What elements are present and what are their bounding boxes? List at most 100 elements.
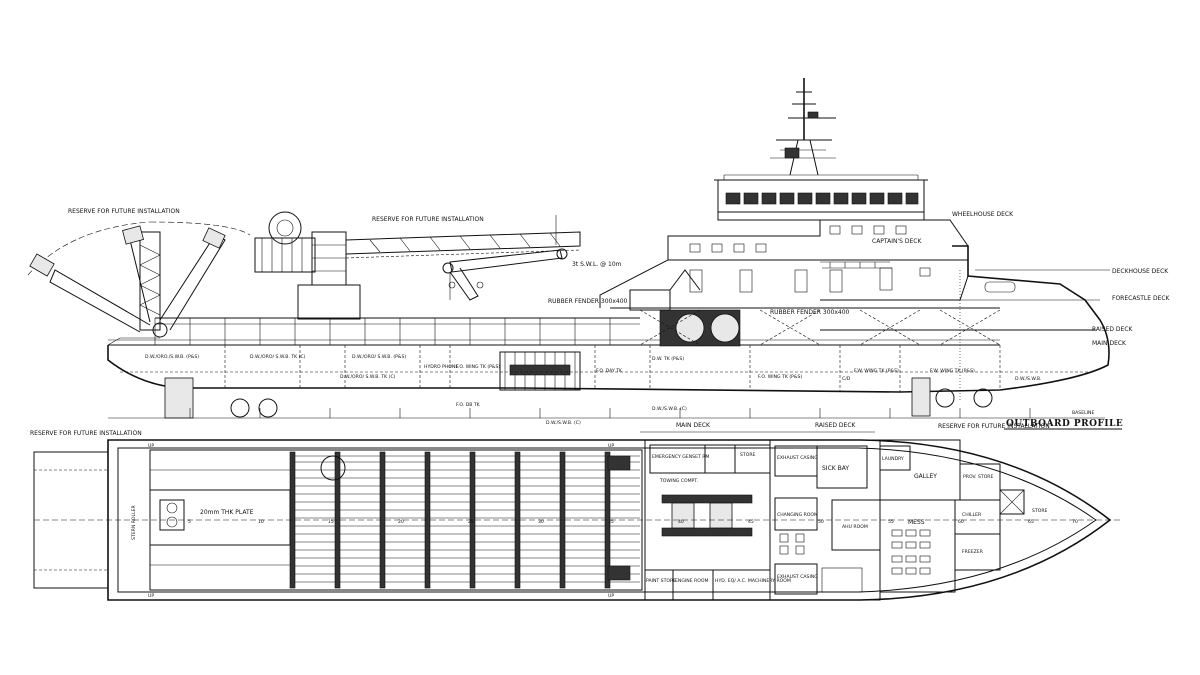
prov-store-label: PROV. STORE	[963, 474, 993, 480]
svg-text:5: 5	[188, 519, 191, 525]
winch-bottom	[607, 565, 631, 581]
stern-roller-fitting	[159, 499, 185, 531]
forecastle-deck-label: FORECASTLE DECK	[1112, 295, 1171, 302]
tank-label: F.O. WING TK (P&S)	[456, 364, 500, 370]
exhaust-casing-bottom	[774, 563, 818, 595]
reserve-stern-label: RESERVE FOR FUTURE INSTALLATION	[30, 430, 142, 437]
tank-label: F.O. DAY TK	[596, 368, 623, 374]
freezer-label: FREEZER	[962, 549, 984, 555]
svg-text:50: 50	[818, 519, 824, 525]
deck-crane-aft	[254, 211, 581, 320]
deck-rails	[290, 455, 640, 583]
towing-compt-label: TOWING COMPT.	[659, 478, 698, 484]
outboard-profile: RESERVE FOR FUTURE INSTALLATION RESERVE …	[27, 78, 1171, 430]
up-label: UP	[608, 593, 614, 599]
towing-winch	[629, 269, 741, 347]
chiller-label: CHILLER	[962, 512, 982, 518]
svg-text:15: 15	[328, 519, 334, 525]
superstructure	[599, 219, 969, 308]
tank-label: F.O. DB TK	[456, 402, 481, 408]
baseline-label: BASELINE	[1072, 410, 1094, 416]
tank-label: F.O. WING TK (P&S)	[758, 374, 802, 380]
stern-a-frame	[29, 225, 226, 346]
raised-deck-label: RAISED DECK	[1092, 326, 1134, 333]
bow-store	[999, 489, 1025, 515]
freezer	[954, 533, 1001, 571]
up-label: UP	[148, 593, 154, 599]
svg-text:55: 55	[888, 519, 894, 525]
deck-frames	[289, 451, 611, 589]
svg-text:10: 10	[258, 519, 264, 525]
bulwark-stanchions	[189, 318, 611, 345]
ahu-room-label: AHU ROOM	[842, 524, 868, 530]
tank-label: D.W./ORO/ S.W.B. TK (C)	[340, 374, 396, 380]
knuckle-crane	[442, 215, 568, 301]
svg-text:60: 60	[958, 519, 964, 525]
tank-label: F.W. WING TK (P&S)	[930, 368, 975, 374]
hyd-ac-room	[712, 569, 771, 601]
svg-text:40: 40	[678, 519, 684, 525]
up-label: UP	[608, 443, 614, 449]
mess-tables	[891, 529, 931, 575]
tank-label: D.W./S.W.B.	[1015, 376, 1041, 382]
tank-label: D.W./S.W.B. (C)	[652, 406, 687, 412]
galley-label: GALLEY	[914, 473, 937, 480]
thrusters	[164, 377, 993, 419]
paint-store-label: PAINT STORE	[646, 578, 676, 584]
store-aft-label: STORE	[740, 452, 756, 458]
store-fwd-label: STORE	[1032, 508, 1048, 514]
stern-roller-label: STERN ROLLER	[131, 504, 137, 540]
fender-aft-label: RUBBER FENDER 300x400	[548, 298, 628, 305]
svg-text:65: 65	[1028, 519, 1034, 525]
tank-label: D.W./ORO/ S.W.B. (P&S)	[352, 354, 406, 360]
changing-room	[774, 497, 818, 531]
plan-frame-numbers: 5 10 15 20 25 30 35 40 45 50 55 60 65 70	[188, 519, 1078, 525]
emergency-genset-label: EMERGENCY GENSET RM	[652, 454, 709, 460]
superstructure-ladders	[820, 261, 892, 269]
exhaust-casing-top	[774, 445, 818, 477]
paint-store	[644, 569, 674, 601]
plan-raised-deck-label: RAISED DECK	[815, 422, 857, 429]
plan-main-deck-label: MAIN DECK	[676, 422, 711, 429]
deck-crane-pedestal	[320, 455, 346, 481]
changing-room-label: CHANGING ROOM	[777, 512, 818, 518]
profile-frame-ticks	[189, 408, 1031, 418]
exhaust-casing-bottom-label: EXHAUST CASING	[777, 574, 818, 580]
exhaust-casing-top-label: EXHAUST CASING	[777, 455, 818, 461]
svg-text:35: 35	[608, 519, 614, 525]
drawing-title: OUTBOARD PROFILE	[1006, 419, 1123, 429]
mess-label: MESS	[908, 519, 925, 526]
main-engine	[499, 351, 581, 391]
tank-label: D.W. TK (P&S)	[652, 356, 684, 362]
main-deck-label: MAIN DECK	[1092, 340, 1127, 347]
svg-text:20: 20	[398, 519, 404, 525]
sick-bay	[816, 445, 868, 489]
wheelhouse	[714, 174, 928, 221]
engine-room-label: ENGINE ROOM	[675, 578, 708, 584]
hull-profile	[107, 245, 1110, 393]
tank-label: D.W./ORO/ S.W.B. TK (C)	[250, 354, 306, 360]
winch-top	[607, 455, 631, 471]
superstructure-windows	[689, 225, 1016, 293]
engine-room-hatch	[672, 569, 714, 601]
reserve-crane-label: RESERVE FOR FUTURE INSTALLATION	[372, 216, 484, 223]
store-aft	[734, 444, 771, 474]
laundry	[879, 445, 911, 471]
thick-plate-label: 20mm THK PLATE	[200, 509, 254, 516]
tank-label: D.W./ORO./S.W.B. (P&S)	[145, 354, 199, 360]
tank-label: HYDRO PHONE	[424, 364, 458, 370]
radar-mast	[770, 78, 836, 176]
main-deck-plan: RESERVE FOR FUTURE INSTALLATION RESERVE …	[30, 422, 1120, 601]
tank-label: D.W./S.W.B. (C)	[546, 420, 581, 426]
wheelhouse-deck-label: WHEELHOUSE DECK	[952, 211, 1014, 218]
crane-swl-label: 3t S.W.L. @ 10m	[572, 261, 622, 268]
deckhouse-deck-label: DECKHOUSE DECK	[1112, 268, 1169, 275]
tank-bulkheads	[120, 309, 1090, 392]
svg-text:25: 25	[468, 519, 474, 525]
svg-text:45: 45	[748, 519, 754, 525]
reserve-fwd-label: RESERVE FOR FUTURE INSTALLATION	[938, 423, 1050, 430]
towing-winch-plan	[661, 494, 753, 537]
mess	[879, 499, 956, 593]
svg-text:30: 30	[538, 519, 544, 525]
